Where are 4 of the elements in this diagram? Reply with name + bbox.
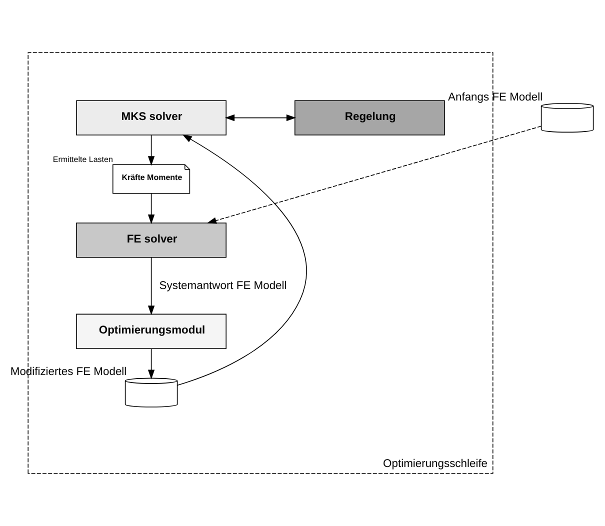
- edge-label: Systemantwort FE Modell: [159, 280, 287, 292]
- node-label: Ermittelte Lasten: [52, 155, 113, 164]
- node-label: Modifiziertes FE Modell: [10, 366, 127, 378]
- node-label: Anfangs FE Modell: [448, 91, 543, 104]
